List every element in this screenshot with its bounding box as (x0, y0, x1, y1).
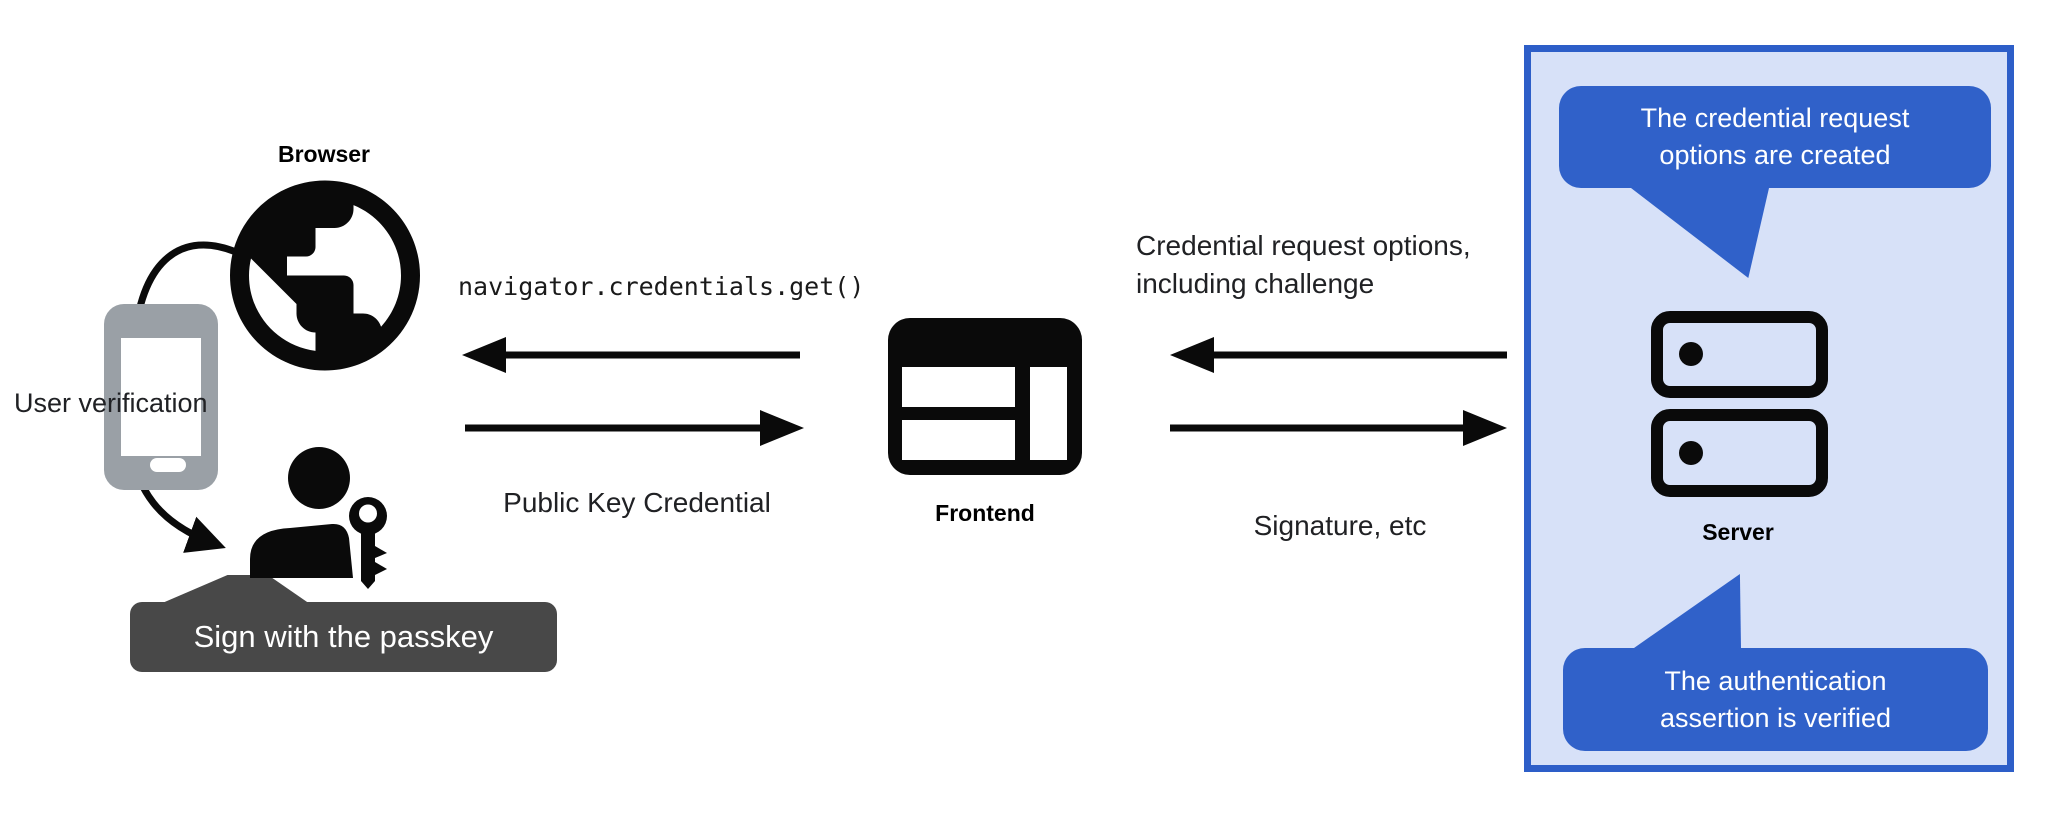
public-key-credential-label: Public Key Credential (503, 487, 771, 518)
callout-assertion-verified-text: The authentication assertion is verified (1659, 665, 1892, 733)
arrow-browser-to-frontend (465, 410, 804, 446)
smartphone-icon (104, 304, 218, 490)
callout-request-created: The credential request options are creat… (1559, 86, 1991, 188)
key-icon (349, 497, 387, 589)
signature-label: Signature, etc (1253, 510, 1427, 541)
browser-label: Browser (277, 141, 371, 167)
globe-browser-icon (230, 180, 420, 371)
arrow-frontend-to-browser (462, 337, 800, 373)
frontend-window-icon (888, 318, 1082, 475)
callout-top-tail (1631, 188, 1769, 278)
user-verification-label: User verification (14, 388, 208, 418)
callout-assertion-verified: The authentication assertion is verified (1563, 648, 1988, 751)
arrow-server-to-frontend (1170, 337, 1507, 373)
passkey-tooltip: Sign with the passkey (130, 602, 557, 672)
server-icon (1651, 311, 1828, 497)
server-panel: The credential request options are creat… (1524, 45, 2014, 772)
server-label: Server (1702, 519, 1774, 545)
person-icon (250, 447, 353, 578)
arrow-frontend-to-server (1170, 410, 1507, 446)
navigator-credentials-get-label: navigator.credentials.get() (458, 272, 865, 301)
passkey-tooltip-text: Sign with the passkey (193, 619, 494, 654)
credential-request-options-label: Credential request options, including ch… (1136, 230, 1471, 299)
callout-request-created-text: The credential request options are creat… (1640, 103, 1910, 170)
callout-bottom-tail (1634, 574, 1741, 648)
frontend-label: Frontend (935, 500, 1035, 526)
